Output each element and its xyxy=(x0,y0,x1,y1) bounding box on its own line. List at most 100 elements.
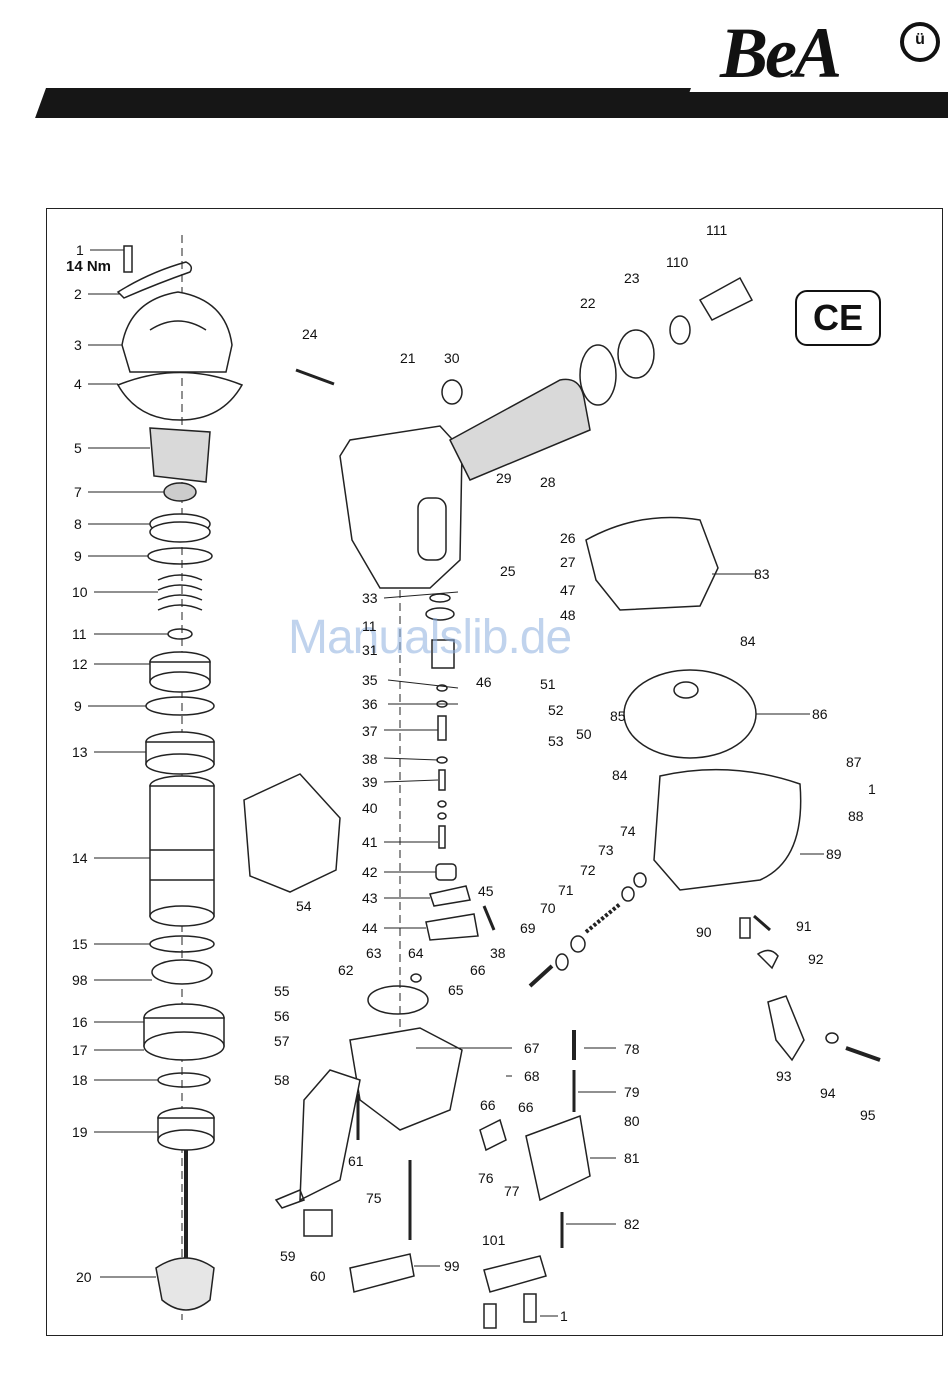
part-label: 99 xyxy=(444,1258,460,1274)
part-label: 72 xyxy=(580,862,596,878)
part-label: 84 xyxy=(612,767,628,783)
part-label: 69 xyxy=(520,920,536,936)
part-label: 26 xyxy=(560,530,576,546)
part-label: 33 xyxy=(362,590,378,606)
part-label: 93 xyxy=(776,1068,792,1084)
part-label: 54 xyxy=(296,898,312,914)
part-label: 110 xyxy=(666,254,689,270)
part-label: 8 xyxy=(74,516,82,532)
part-label: 50 xyxy=(576,726,592,742)
part-label: 88 xyxy=(848,808,864,824)
part-label: 39 xyxy=(362,774,378,790)
part-label: 53 xyxy=(548,733,564,749)
part-label: 87 xyxy=(846,754,862,770)
part-label: 28 xyxy=(540,474,556,490)
part-label: 24 xyxy=(302,326,318,342)
part-label: 30 xyxy=(444,350,460,366)
header-bar-end xyxy=(680,92,948,118)
part-label: 1 xyxy=(868,781,876,797)
part-label: 38 xyxy=(362,751,378,767)
part-label: 80 xyxy=(624,1113,640,1129)
part-label: 56 xyxy=(274,1008,290,1024)
part-label: 57 xyxy=(274,1033,290,1049)
part-label: 9 xyxy=(74,548,82,564)
part-label: 89 xyxy=(826,846,842,862)
part-label: 47 xyxy=(560,582,576,598)
part-label: 74 xyxy=(620,823,636,839)
part-label: 35 xyxy=(362,672,378,688)
part-label: 10 xyxy=(72,584,88,600)
part-label: 67 xyxy=(524,1040,540,1056)
part-label: 63 xyxy=(366,945,382,961)
part-label: 25 xyxy=(500,563,516,579)
part-label: 95 xyxy=(860,1107,876,1123)
part-label: 55 xyxy=(274,983,290,999)
brand-logo-mark: ü xyxy=(900,22,940,62)
part-label: 9 xyxy=(74,698,82,714)
part-label: 51 xyxy=(540,676,556,692)
part-label: 65 xyxy=(448,982,464,998)
part-label: 27 xyxy=(560,554,576,570)
part-label: 38 xyxy=(490,945,506,961)
part-label: 91 xyxy=(796,918,812,934)
part-label: 82 xyxy=(624,1216,640,1232)
part-label: 75 xyxy=(366,1190,382,1206)
part-label: 23 xyxy=(624,270,640,286)
part-label: 94 xyxy=(820,1085,836,1101)
part-label: 20 xyxy=(76,1269,92,1285)
brand-logo: BeA ü xyxy=(720,8,945,93)
part-label: 17 xyxy=(72,1042,88,1058)
part-label: 36 xyxy=(362,696,378,712)
part-label: 4 xyxy=(74,376,82,392)
part-label: 45 xyxy=(478,883,494,899)
part-label: 5 xyxy=(74,440,82,456)
part-label: 60 xyxy=(310,1268,326,1284)
part-label: 111 xyxy=(706,222,728,238)
part-label: 21 xyxy=(400,350,416,366)
part-label: 29 xyxy=(496,470,512,486)
part-label: 1 xyxy=(76,242,84,258)
part-label: 43 xyxy=(362,890,378,906)
part-label: 12 xyxy=(72,656,88,672)
part-label: 7 xyxy=(74,484,82,500)
part-label: 59 xyxy=(280,1248,296,1264)
part-label: 3 xyxy=(74,337,82,353)
part-label: 90 xyxy=(696,924,712,940)
part-label: 71 xyxy=(558,882,574,898)
part-label: 92 xyxy=(808,951,824,967)
part-label: 66 xyxy=(470,962,486,978)
watermark: Manualslib.de xyxy=(288,611,572,664)
part-label: 86 xyxy=(812,706,828,722)
part-label: 31 xyxy=(362,642,378,658)
part-label: 48 xyxy=(560,607,576,623)
part-label: 81 xyxy=(624,1150,640,1166)
part-label: 68 xyxy=(524,1068,540,1084)
part-label: 22 xyxy=(580,295,596,311)
part-label: 15 xyxy=(72,936,88,952)
part-label: 101 xyxy=(482,1232,506,1248)
part-label: 2 xyxy=(74,286,82,302)
part-label: 46 xyxy=(476,674,492,690)
part-label: 62 xyxy=(338,962,354,978)
part-label: 85 xyxy=(610,708,626,724)
part-label: 11 xyxy=(362,618,377,634)
part-label: 84 xyxy=(740,633,756,649)
part-label: 66 xyxy=(480,1097,496,1113)
part-label: 73 xyxy=(598,842,614,858)
part-label: 70 xyxy=(540,900,556,916)
part-label: 16 xyxy=(72,1014,88,1030)
part-label: 13 xyxy=(72,744,88,760)
part-label: 44 xyxy=(362,920,378,936)
part-label: 1 xyxy=(560,1308,568,1324)
part-label: 41 xyxy=(362,834,378,850)
torque-note: 14 Nm xyxy=(66,258,112,275)
part-label: 37 xyxy=(362,723,378,739)
part-label: 98 xyxy=(72,972,88,988)
part-label: 19 xyxy=(72,1124,88,1140)
part-label: 52 xyxy=(548,702,564,718)
part-label: 83 xyxy=(754,566,770,582)
part-label: 58 xyxy=(274,1072,290,1088)
part-label: 42 xyxy=(362,864,378,880)
brand-logo-text: BeA xyxy=(720,13,842,93)
